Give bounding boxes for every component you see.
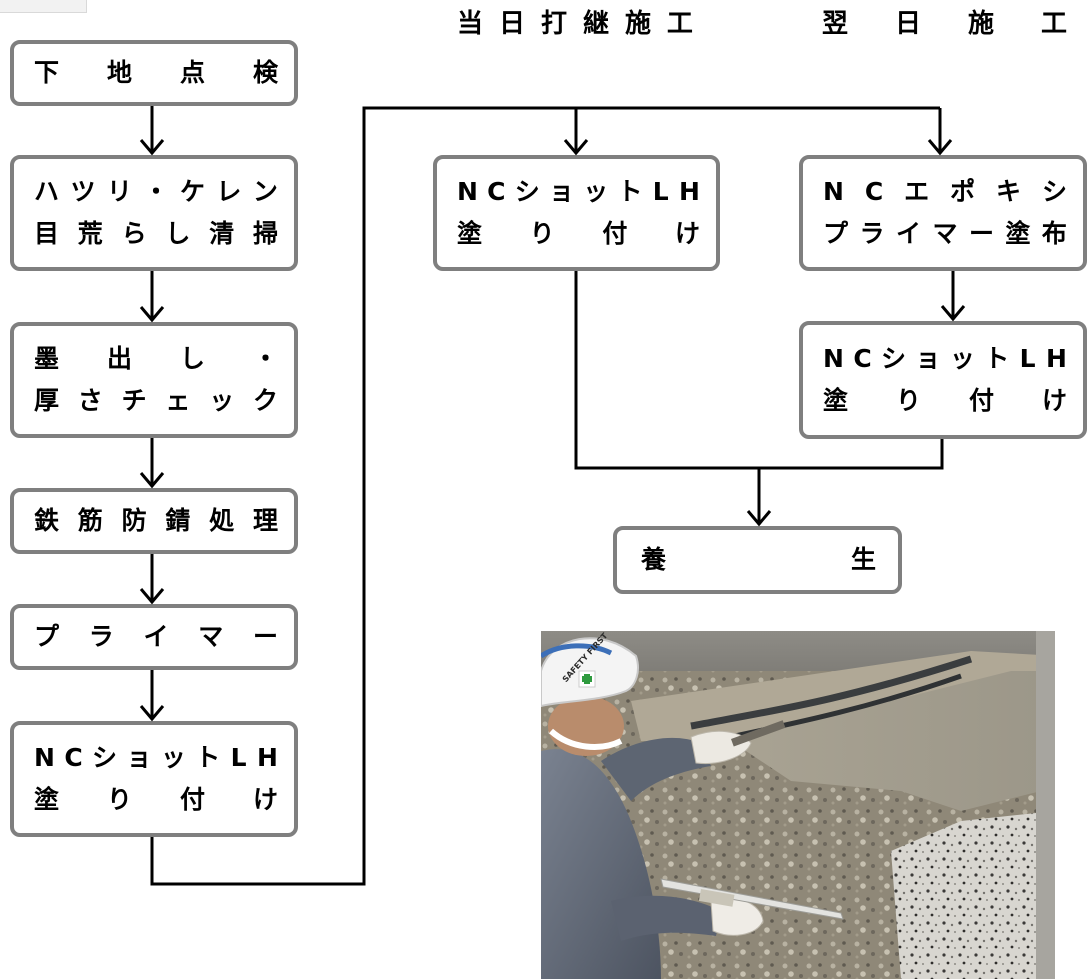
header-same-day: 当日打継施工 [457, 9, 693, 39]
step-line: 養生 [641, 545, 876, 574]
arrowhead [927, 139, 953, 156]
step-line: 目荒らし清掃 [34, 219, 278, 248]
worker-photo: SAFETY FIRST [541, 631, 1055, 979]
arrowhead [139, 705, 165, 722]
step-ground-inspection: 下地点検 [10, 40, 298, 106]
step-curing: 養生 [613, 526, 902, 594]
arrowhead [746, 510, 772, 527]
connector-bus [150, 106, 940, 886]
step-line: ハツリ・ケレン [34, 177, 278, 206]
arrowhead [139, 306, 165, 323]
step-line: プライマー塗布 [823, 219, 1067, 248]
corner-tab [0, 0, 87, 13]
arrowhead [563, 139, 589, 156]
step-line: 塗り付け [823, 386, 1067, 415]
header-next-day: 翌日施工 [822, 9, 1067, 39]
step-line: プライマー [34, 622, 278, 651]
arrowhead [139, 472, 165, 489]
arrowhead [139, 139, 165, 156]
arrowhead [940, 305, 966, 322]
step-chipping-cleaning: ハツリ・ケレン 目荒らし清掃 [10, 155, 298, 271]
step-line: 墨出し・ [34, 344, 278, 373]
step-line: 厚さチェック [34, 386, 278, 415]
connector-merge [574, 271, 944, 470]
step-line: 鉄筋防錆処理 [34, 506, 278, 535]
arrowhead [139, 588, 165, 605]
step-marking-thickness-check: 墨出し・ 厚さチェック [10, 322, 298, 438]
step-primer: プライマー [10, 604, 298, 670]
step-line: 塗り付け [34, 785, 278, 814]
step-line: 塗り付け [457, 219, 700, 248]
step-rebar-rustproofing: 鉄筋防錆処理 [10, 488, 298, 554]
step-line: 下地点検 [34, 58, 278, 87]
